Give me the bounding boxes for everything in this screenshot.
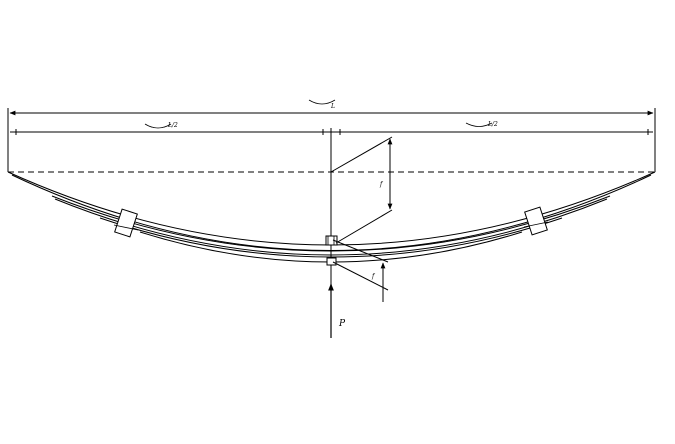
right-half-span-label: L/2	[487, 121, 498, 128]
main-leaf-bottom	[11, 174, 652, 251]
left-half-span-label: L/2	[167, 122, 178, 129]
right-rebound-clip	[523, 206, 549, 236]
center-bolt	[325, 235, 338, 266]
left-rebound-clip	[113, 208, 139, 238]
camber-dimension: f	[330, 136, 393, 244]
deflection-label: f	[371, 273, 376, 280]
deflection-dimension: f	[332, 239, 389, 302]
third-leaf	[99, 217, 563, 258]
overall-span-label: L	[330, 103, 335, 110]
camber-label: f	[379, 181, 384, 188]
overall-span-dimension: L	[7, 99, 656, 172]
load-arrow: P	[328, 283, 346, 338]
load-label: P	[338, 319, 346, 329]
